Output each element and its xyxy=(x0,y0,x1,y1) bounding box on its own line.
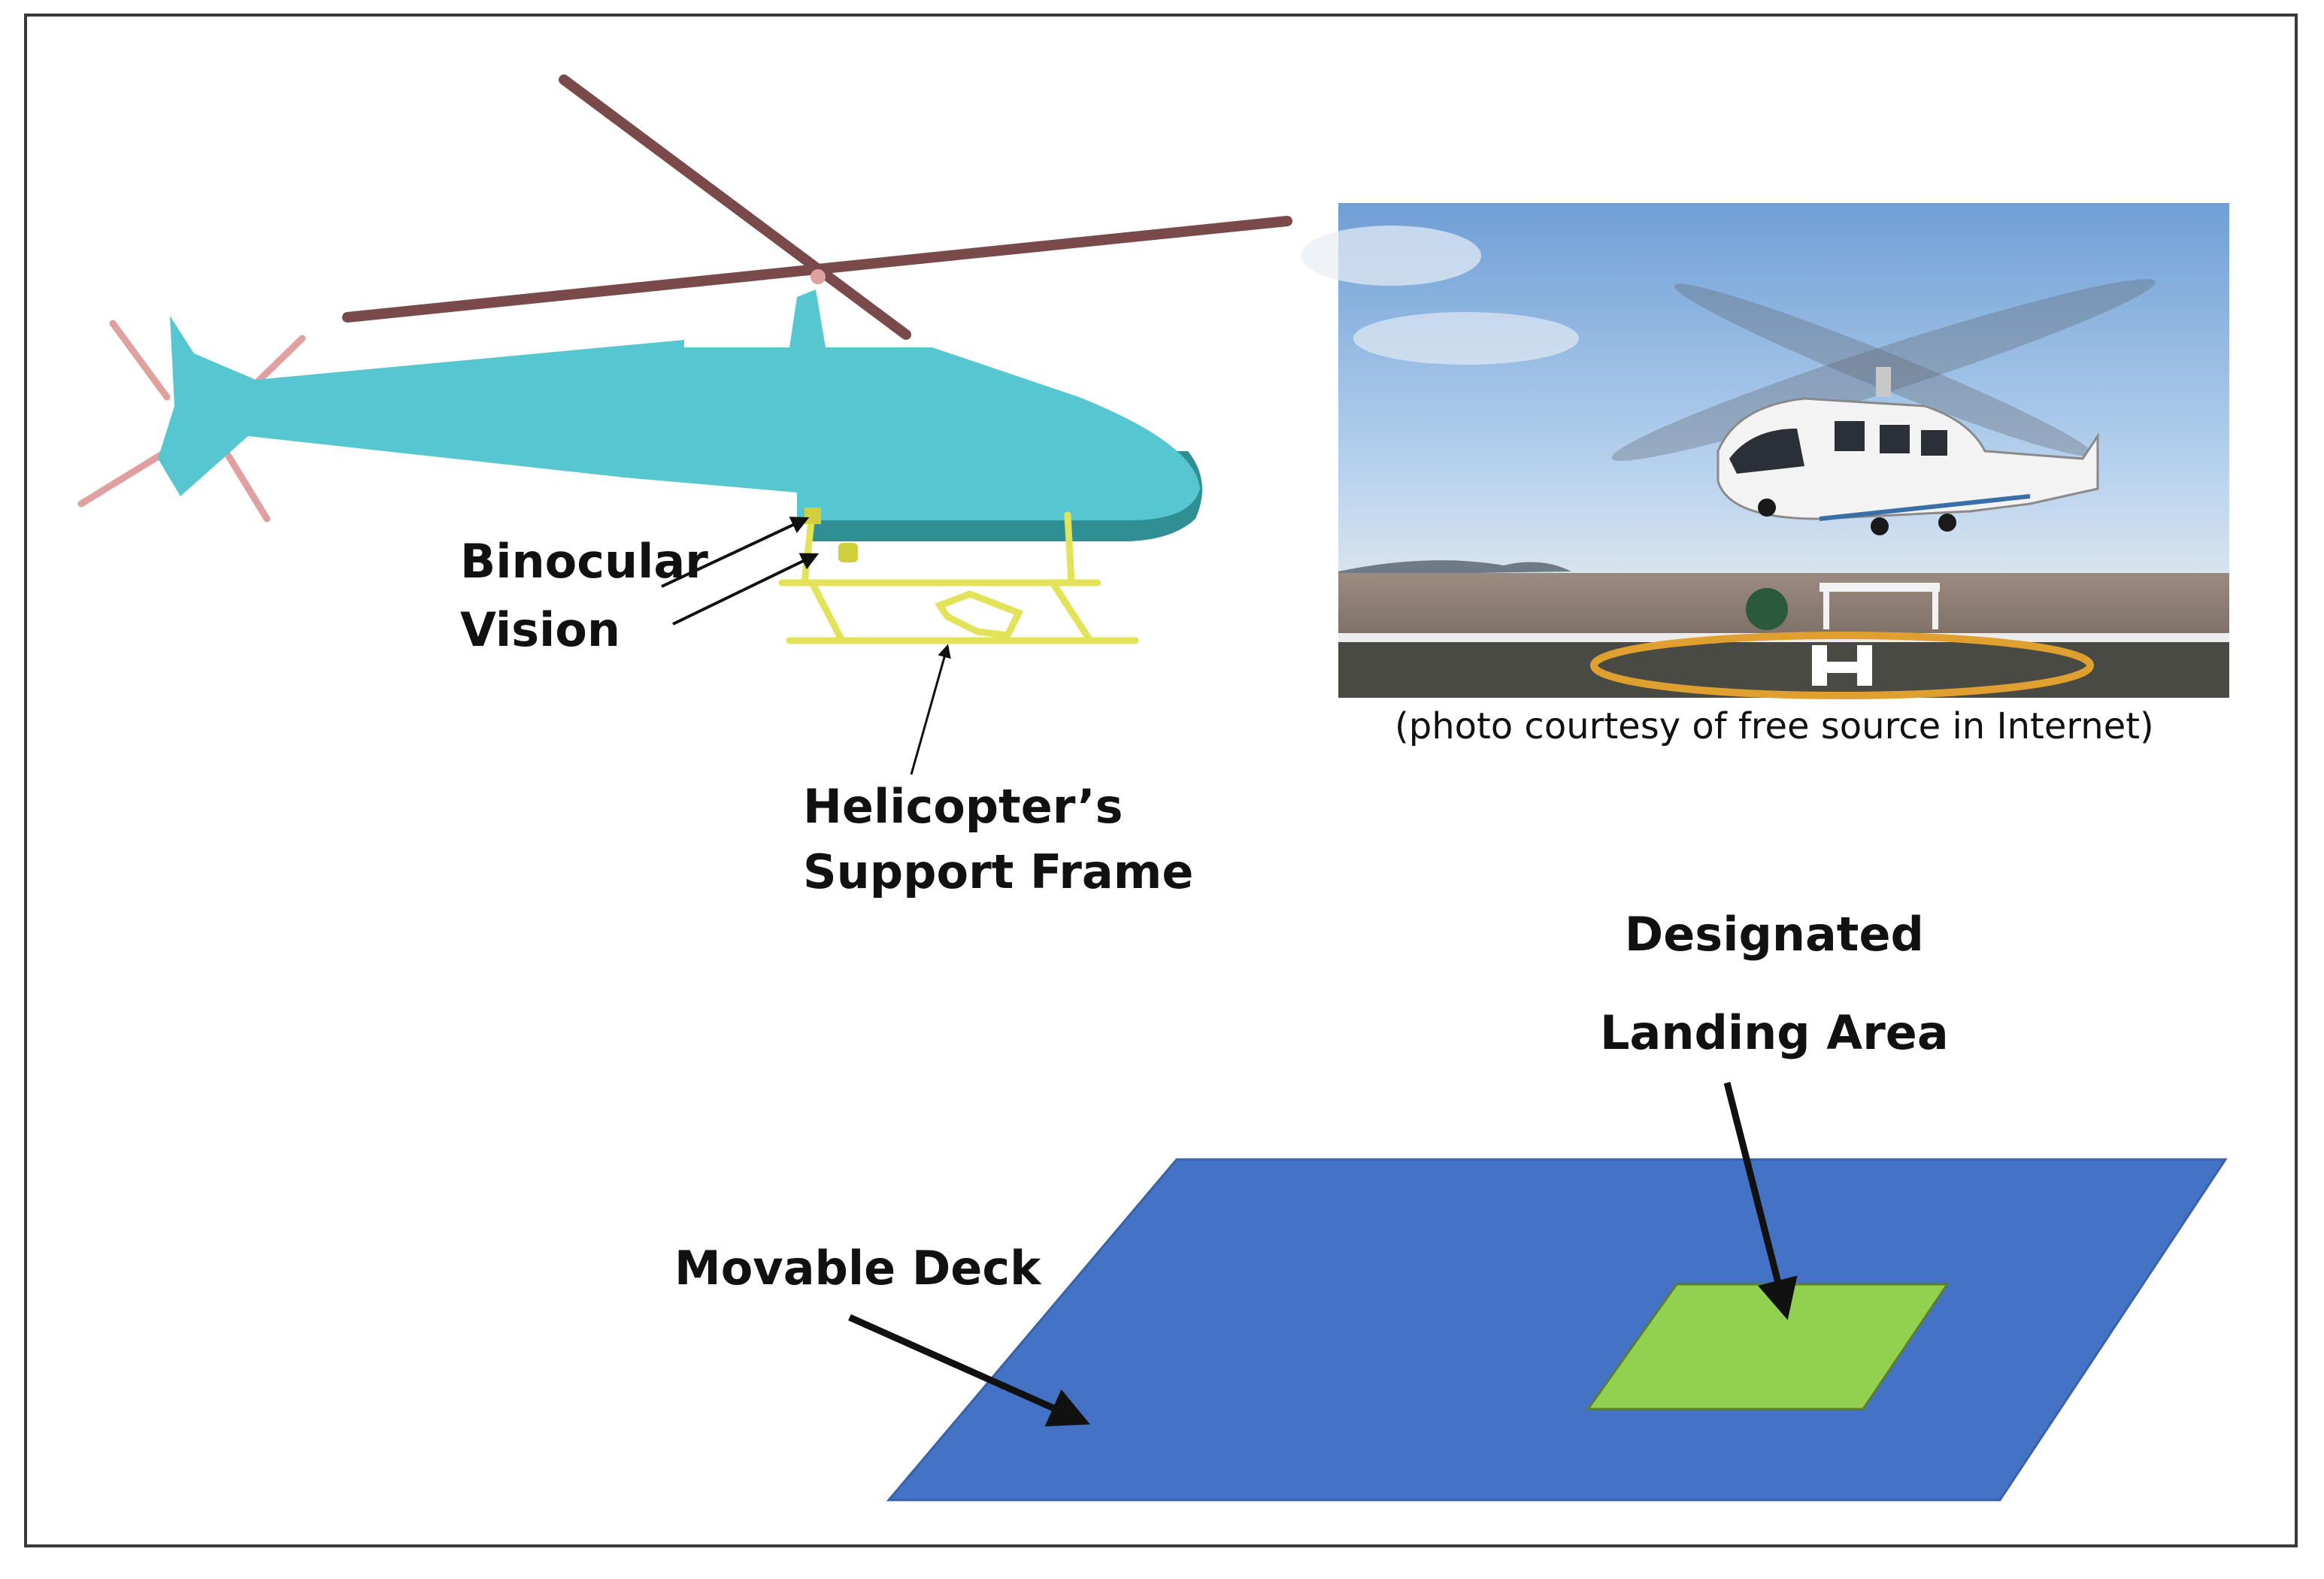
support-frame-arrow xyxy=(910,644,951,775)
fuselage xyxy=(158,316,1200,520)
designated-label-line2: Landing Area xyxy=(1600,1005,1949,1061)
movable-deck xyxy=(886,1158,2228,1502)
support-label-line1: Helicopter’s xyxy=(803,779,1123,834)
support-frame xyxy=(778,511,1139,644)
main-rotor-blade-diagonal xyxy=(559,74,911,340)
figure-border xyxy=(24,14,2298,1547)
designated-landing-area-label: Designated Landing Area xyxy=(1600,908,1949,1059)
binocular-vision-label: Binocular Vision xyxy=(460,535,708,656)
movable-deck-label: Movable Deck xyxy=(674,1241,1041,1296)
photo-caption: (photo courtesy of free source in Intern… xyxy=(1395,705,2154,747)
landing-area-arrow xyxy=(1723,1081,1798,1320)
support-frame-label: Helicopter’s Support Frame xyxy=(803,780,1193,899)
helicopter-model xyxy=(77,74,1292,644)
binocular-arrows xyxy=(661,517,820,626)
rotor-mast xyxy=(789,289,826,347)
designated-landing-area xyxy=(1586,1283,1950,1411)
support-label-line2: Support Frame xyxy=(803,844,1194,900)
rotor-hub xyxy=(811,269,826,284)
helicopter-photo xyxy=(1301,203,2229,699)
movable-deck-arrow xyxy=(848,1314,1090,1427)
binocular-label-line1: Binocular xyxy=(460,534,708,589)
designated-label-line1: Designated xyxy=(1624,907,1924,962)
binocular-label-line2: Vision xyxy=(460,602,621,658)
